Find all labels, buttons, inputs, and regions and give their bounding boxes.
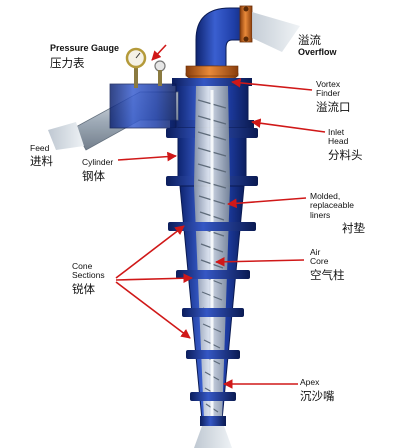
label-apex-en: Apex: [300, 377, 320, 387]
label-apex: Apex 沉沙嘴: [300, 377, 335, 404]
label-pressure-gauge-zh: 压力表: [50, 55, 85, 70]
label-apex-zh: 沉沙嘴: [300, 389, 335, 404]
label-inlet-head-en: Inlet Head: [328, 127, 349, 147]
pointer-arrows: [115, 44, 326, 389]
label-cylinder-en: Cylinder: [82, 157, 114, 167]
overflow-pipe: [195, 5, 253, 71]
arrow-inlet-head: [251, 118, 326, 133]
label-liners-en: Molded, replaceable liners: [310, 191, 354, 220]
arrow-cone-upper: [115, 225, 185, 279]
label-air-core-zh: 空气柱: [310, 267, 345, 282]
arrow-pressure-gauge: [151, 44, 167, 61]
label-air-core: Air Core 空气柱: [310, 247, 345, 282]
underflow-stream: [194, 426, 232, 448]
arrow-liners: [227, 197, 307, 209]
arrow-cone-middle: [115, 273, 193, 284]
label-feed: Feed 进料: [30, 143, 53, 169]
label-cone-sections-zh: 锐体: [72, 281, 95, 296]
label-vortex-finder-zh: 溢流口: [316, 99, 351, 114]
gauge-valve: [154, 60, 166, 72]
label-air-core-en: Air Core: [310, 247, 329, 267]
label-overflow-zh: 溢流: [298, 33, 321, 47]
cutaway-interior: [194, 86, 230, 420]
label-inlet-head: Inlet Head 分料头: [328, 127, 363, 162]
arrow-cone-lower: [115, 281, 191, 339]
label-inlet-head-zh: 分料头: [328, 147, 363, 162]
apex: [194, 416, 232, 448]
label-cylinder: Cylinder 钢体: [82, 157, 114, 184]
label-feed-zh: 进料: [30, 154, 53, 169]
label-cone-sections: Cone Sections 锐体: [72, 261, 105, 296]
label-cone-sections-en: Cone Sections: [72, 261, 105, 281]
arrow-cylinder: [117, 151, 177, 162]
overflow-stream: [252, 12, 300, 52]
label-overflow-en: Overflow: [298, 46, 337, 57]
label-pressure-gauge: Pressure Gauge 压力表: [50, 43, 120, 70]
cone-flanges: [168, 222, 256, 401]
pressure-gauge: [125, 47, 166, 88]
label-cylinder-zh: 钢体: [82, 169, 105, 184]
label-liners-zh: 衬垫: [342, 221, 365, 236]
label-pressure-gauge-en: Pressure Gauge: [50, 43, 120, 53]
feed-stream: [48, 122, 84, 150]
arrow-air-core: [215, 257, 305, 267]
label-feed-en: Feed: [30, 143, 50, 153]
label-vortex-finder-en: Vortex Finder: [316, 79, 341, 99]
label-overflow: 溢流 Overflow: [298, 34, 337, 58]
arrow-vortex-finder: [231, 78, 313, 91]
label-liners: Molded, replaceable liners 衬垫: [310, 191, 365, 236]
feed-pipe: [48, 83, 179, 151]
label-vortex-finder: Vortex Finder 溢流口: [316, 79, 351, 114]
